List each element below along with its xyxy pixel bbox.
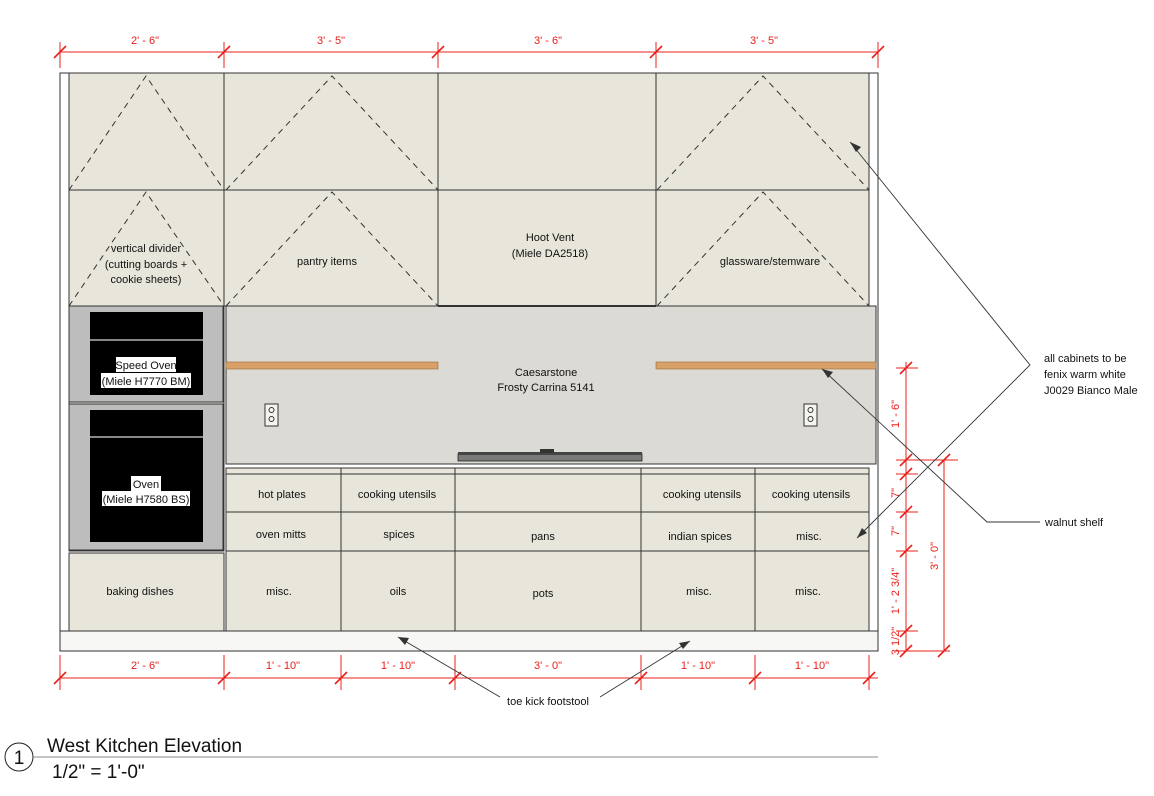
outlet-right bbox=[803, 403, 818, 427]
drawer-misc-4: misc. bbox=[795, 586, 821, 598]
oven-tower bbox=[68, 305, 225, 552]
vertical-divider-label-2: (cutting boards + bbox=[105, 259, 187, 271]
dim-bottom-5: 1' - 10" bbox=[681, 660, 715, 672]
baking-dishes-label: baking dishes bbox=[106, 586, 174, 598]
dim-top-2: 3' - 5" bbox=[317, 35, 345, 47]
walnut-shelf-left bbox=[225, 361, 439, 370]
drawer-oils: oils bbox=[390, 586, 407, 598]
door-swing-lines bbox=[68, 75, 870, 307]
cooktop bbox=[457, 449, 643, 462]
title-block: 1 West Kitchen Elevation 1/2" = 1'-0" bbox=[4, 736, 878, 783]
oven-label-2: (Miele H7580 BS) bbox=[103, 494, 190, 506]
outlet-left bbox=[264, 403, 279, 427]
appliance-labels: Speed Oven (Miele H7770 BM) Oven (Miele … bbox=[101, 357, 191, 506]
drawer-pots: pots bbox=[533, 588, 554, 600]
hood-label-1: Hoot Vent bbox=[526, 232, 574, 244]
upper-cabinet-row2 bbox=[68, 189, 870, 307]
right-dimension-labels: 1' - 6" 7" 7" 1' - 2 3/4" 3 1/2" 3' - 0" bbox=[890, 400, 941, 655]
top-dimension-labels: 2' - 6" 3' - 5" 3' - 6" 3' - 5" bbox=[131, 35, 778, 47]
drawer-cooking-utensils-2: cooking utensils bbox=[663, 489, 742, 501]
notes: all cabinets to be fenix warm white J002… bbox=[507, 353, 1138, 708]
note-cabinets-3: J0029 Bianco Male bbox=[1044, 385, 1138, 397]
right-dimension-lines bbox=[896, 361, 958, 658]
dim-top-3: 3' - 6" bbox=[534, 35, 562, 47]
note-walnut-shelf: walnut shelf bbox=[1044, 517, 1104, 529]
drawer-indian-spices: indian spices bbox=[668, 531, 732, 543]
dim-bottom-4: 3' - 0" bbox=[534, 660, 562, 672]
drawer-hot-plates: hot plates bbox=[258, 489, 306, 501]
oven-label-1: Oven bbox=[133, 479, 159, 491]
drawer-oven-mitts: oven mitts bbox=[256, 529, 307, 541]
drawer-misc-2: misc. bbox=[266, 586, 292, 598]
backsplash bbox=[225, 305, 877, 465]
glassware-label: glassware/stemware bbox=[720, 256, 820, 268]
dim-right-2: 7" bbox=[890, 488, 902, 498]
toe-kick bbox=[59, 630, 879, 652]
drawer-labels: hot plates cooking utensils cooking uten… bbox=[106, 489, 850, 600]
pantry-label: pantry items bbox=[297, 256, 357, 268]
speed-oven-label-2: (Miele H7770 BM) bbox=[102, 376, 191, 388]
drawer-cooking-utensils-3: cooking utensils bbox=[772, 489, 851, 501]
upper-cabinets bbox=[59, 72, 879, 652]
caesarstone-label-2: Frosty Carrina 5141 bbox=[497, 382, 594, 394]
drawing-title: West Kitchen Elevation bbox=[47, 736, 242, 757]
drawer-misc-1: misc. bbox=[796, 531, 822, 543]
vertical-divider-label-1: vertical divider bbox=[111, 243, 182, 255]
upper-cabinet-row1 bbox=[68, 72, 870, 191]
note-cabinets-2: fenix warm white bbox=[1044, 369, 1126, 381]
drawer-cooking-utensils-1: cooking utensils bbox=[358, 489, 437, 501]
bottom-dimension-labels: 2' - 6" 1' - 10" 1' - 10" 3' - 0" 1' - 1… bbox=[131, 660, 829, 672]
drawer-spices: spices bbox=[383, 529, 415, 541]
dim-right-4: 1' - 2 3/4" bbox=[890, 568, 902, 614]
top-dimension-line bbox=[53, 42, 885, 68]
speed-oven-label-1: Speed Oven bbox=[115, 360, 176, 372]
dim-top-1: 2' - 6" bbox=[131, 35, 159, 47]
drawer-pans: pans bbox=[531, 531, 555, 543]
drawing-number: 1 bbox=[14, 748, 25, 769]
drawing-scale: 1/2" = 1'-0" bbox=[52, 762, 145, 783]
leader-lines bbox=[397, 141, 1040, 698]
note-cabinets-1: all cabinets to be bbox=[1044, 353, 1127, 365]
dim-right-5: 3 1/2" bbox=[890, 627, 902, 655]
caesarstone-label-1: Caesarstone bbox=[515, 367, 577, 379]
leader-arrowheads bbox=[398, 142, 867, 649]
dim-right-1: 1' - 6" bbox=[890, 400, 902, 428]
dim-bottom-3: 1' - 10" bbox=[381, 660, 415, 672]
dim-bottom-1: 2' - 6" bbox=[131, 660, 159, 672]
walnut-shelf-right bbox=[655, 361, 877, 370]
vertical-divider-label-3: cookie sheets) bbox=[111, 274, 182, 286]
hood-label-2: (Miele DA2518) bbox=[512, 248, 588, 260]
note-toe-kick: toe kick footstool bbox=[507, 696, 589, 708]
dim-right-outer: 3' - 0" bbox=[929, 542, 941, 570]
bottom-dimension-line bbox=[53, 655, 878, 690]
dim-bottom-6: 1' - 10" bbox=[795, 660, 829, 672]
dim-bottom-2: 1' - 10" bbox=[266, 660, 300, 672]
cabinet-labels: vertical divider (cutting boards + cooki… bbox=[105, 232, 820, 394]
dim-right-3: 7" bbox=[890, 526, 902, 536]
drawer-misc-3: misc. bbox=[686, 586, 712, 598]
dim-top-4: 3' - 5" bbox=[750, 35, 778, 47]
